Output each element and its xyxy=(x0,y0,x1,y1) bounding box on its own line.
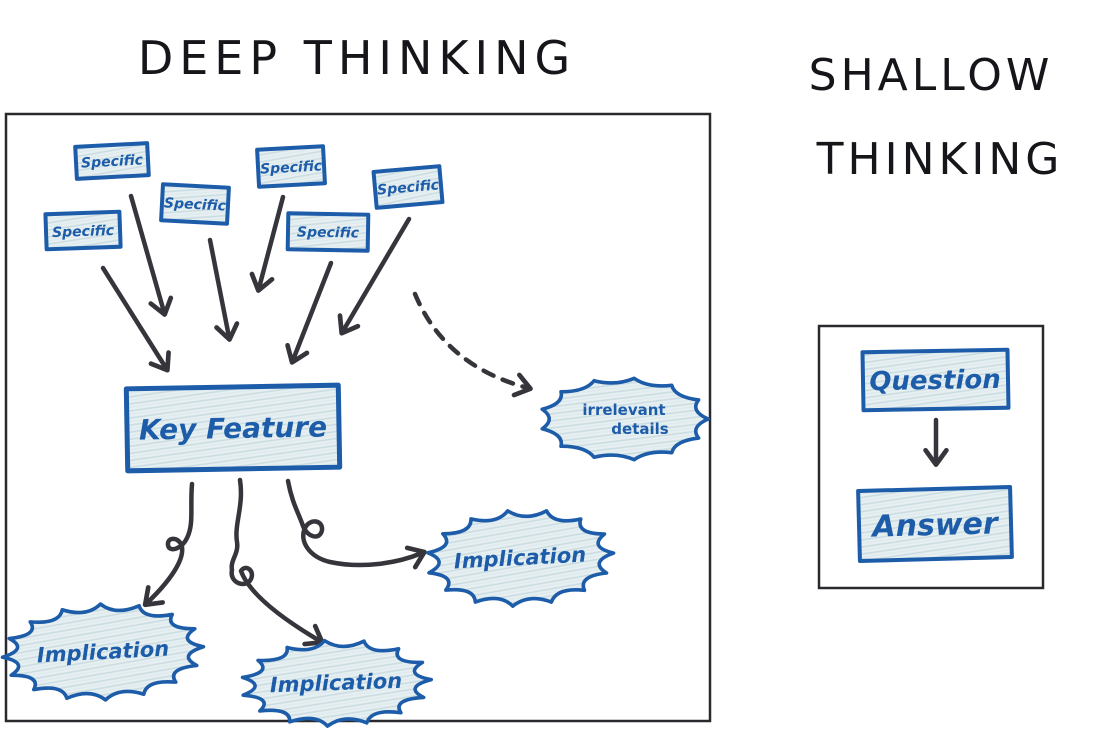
specific-arrow-1 xyxy=(100,265,171,373)
specific-box-2: Specific xyxy=(43,209,123,252)
deep-thinking-title: DEEP THINKING xyxy=(138,31,576,85)
specific-arrow-2 xyxy=(128,193,174,317)
implication-arrow-left xyxy=(142,481,195,608)
specific-arrow-5 xyxy=(285,260,334,365)
question-label: Question xyxy=(869,365,1001,397)
implication-blob-right: Implication xyxy=(426,509,616,608)
specific-arrow-6 xyxy=(337,216,412,336)
answer-label: Answer xyxy=(870,506,1000,544)
implication-blob-left: Implication xyxy=(0,602,206,702)
specific-box-1: Specific xyxy=(73,141,151,181)
irrelevant-details-blob: irrelevant details xyxy=(540,376,710,462)
irrelevant-details-line1: irrelevant xyxy=(582,401,665,419)
specific-label-1: Specific xyxy=(81,152,144,171)
implication-blob-middle: Implication xyxy=(240,638,434,728)
specific-box-3: Specific xyxy=(159,182,231,226)
implication-arrow-middle xyxy=(229,477,325,647)
distraction-arrow xyxy=(412,291,533,398)
specific-arrow-4 xyxy=(249,194,286,293)
specific-label-2: Specific xyxy=(52,223,115,241)
key-feature-box: Key Feature xyxy=(123,382,343,474)
shallow-thinking-title-line2: THINKING xyxy=(816,134,1064,185)
question-box: Question xyxy=(860,347,1011,413)
specific-box-6: Specific xyxy=(371,164,445,210)
specific-label-6: Specific xyxy=(377,177,441,198)
key-feature-label: Key Feature xyxy=(139,410,328,446)
specific-label-3: Specific xyxy=(164,195,227,214)
specific-label-4: Specific xyxy=(260,158,323,177)
answer-box: Answer xyxy=(856,485,1014,563)
specific-label-5: Specific xyxy=(297,224,360,241)
specific-arrow-3 xyxy=(207,237,240,342)
irrelevant-details-line2: details xyxy=(611,420,668,438)
specific-box-4: Specific xyxy=(255,144,327,189)
implication-label-middle: Implication xyxy=(269,669,402,698)
specific-box-5: Specific xyxy=(285,211,371,253)
implication-arrow-right xyxy=(285,478,427,570)
shallow-thinking-title-line1: SHALLOW xyxy=(809,50,1054,101)
